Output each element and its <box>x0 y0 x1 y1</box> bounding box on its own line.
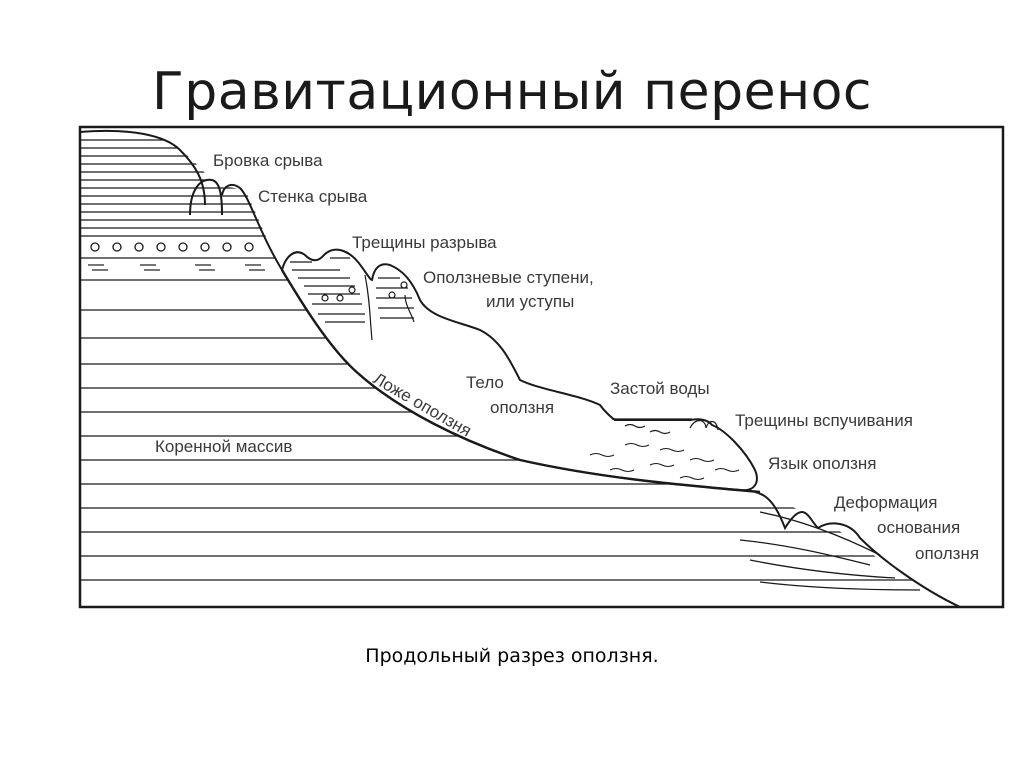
landslide-blocks <box>290 257 415 341</box>
water-pond <box>612 418 719 435</box>
label-telo-1: Тело <box>466 373 504 392</box>
label-stenka: Стенка срыва <box>258 187 368 206</box>
label-zastoy: Застой воды <box>610 379 710 398</box>
slip-surface <box>280 269 761 494</box>
label-vspuchivanie: Трещины вспучивания <box>735 411 913 430</box>
slide-title: Гравитационный перенос <box>152 62 872 122</box>
label-korennoy: Коренной массив <box>155 437 292 456</box>
figure-caption: Продольный разрез оползня. <box>365 645 659 667</box>
bedrock-strata <box>80 139 960 581</box>
scarp-surface <box>79 129 283 271</box>
label-telo-2: оползня <box>490 398 554 417</box>
label-deformatsiya-3: оползня <box>915 544 979 563</box>
deformed-strata <box>739 511 921 591</box>
dashed-layer <box>88 264 265 271</box>
pebble-layer <box>90 242 254 252</box>
diagram-frame <box>78 125 1005 609</box>
label-treshchiny-razryva: Трещины разрыва <box>352 233 497 252</box>
label-stupeni-1: Оползневые ступени, <box>423 268 594 287</box>
label-yazyk: Язык оползня <box>768 454 877 473</box>
label-stupeni-2: или уступы <box>486 292 574 311</box>
label-deformatsiya-1: Деформация <box>834 493 937 512</box>
label-brovka: Бровка срыва <box>213 151 323 170</box>
base-deformation <box>754 491 961 608</box>
landslide-tongue-waves <box>589 442 740 481</box>
label-deformatsiya-2: основания <box>877 518 960 537</box>
